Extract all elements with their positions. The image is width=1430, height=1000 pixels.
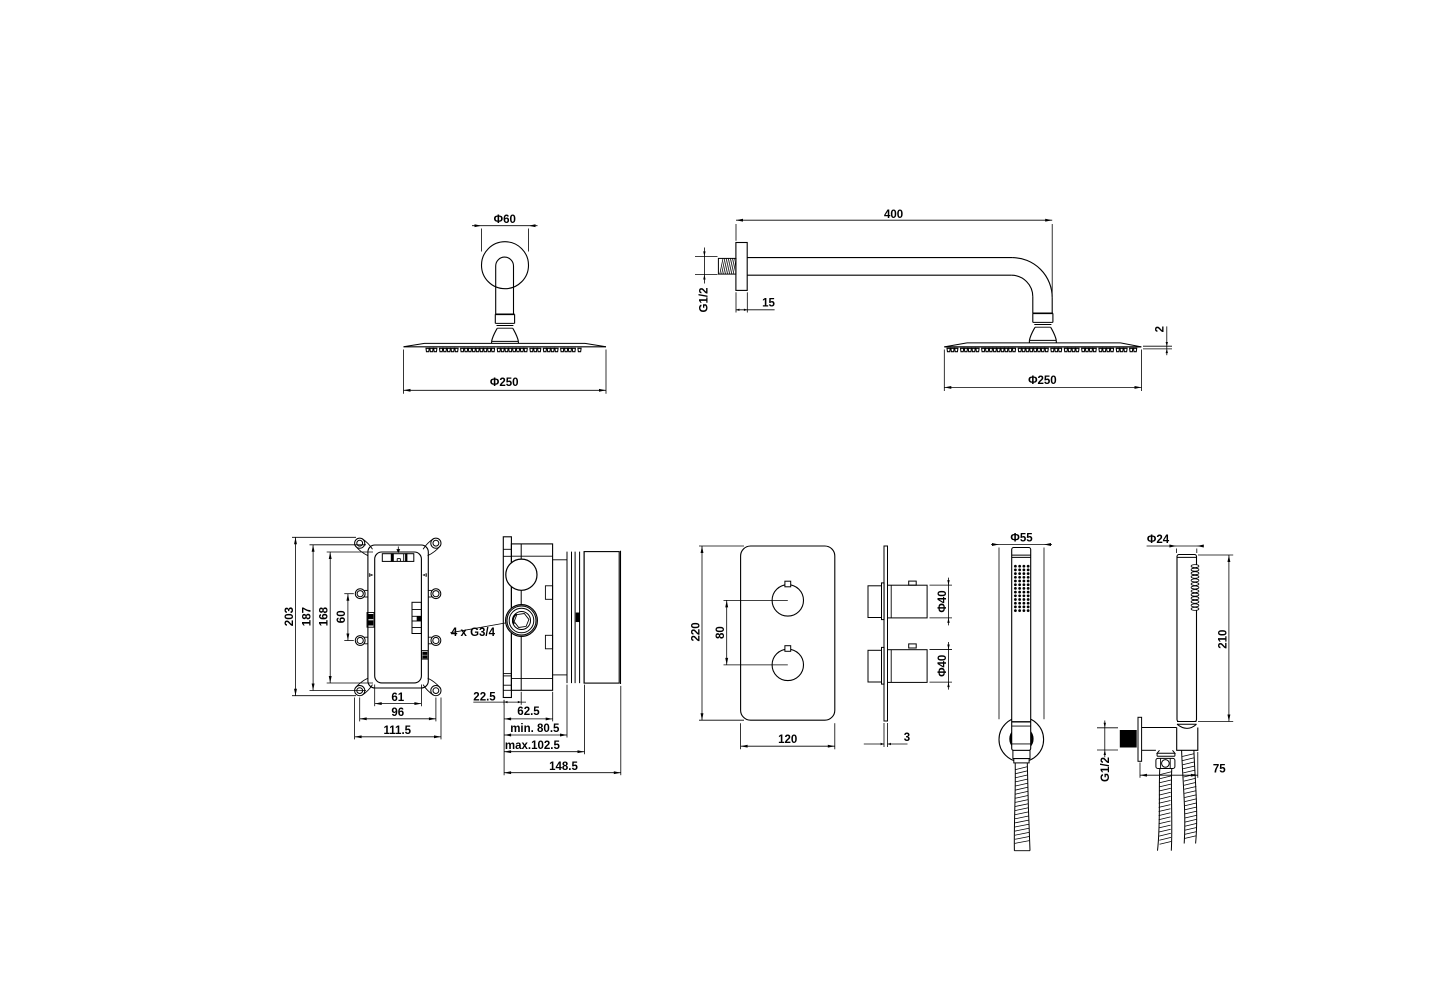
svg-text:148.5: 148.5: [549, 761, 578, 773]
svg-text:61: 61: [391, 692, 404, 704]
svg-text:210: 210: [1217, 630, 1229, 649]
svg-text:2: 2: [1154, 326, 1166, 332]
svg-text:111.5: 111.5: [384, 725, 412, 737]
svg-text:120: 120: [778, 734, 797, 746]
svg-text:3: 3: [904, 732, 910, 744]
svg-text:min. 80.5: min. 80.5: [510, 723, 560, 735]
svg-text:G1/2: G1/2: [1100, 757, 1112, 782]
svg-text:Φ250: Φ250: [490, 377, 519, 389]
svg-text:4 x G3/4: 4 x G3/4: [451, 627, 496, 639]
svg-text:220: 220: [690, 622, 702, 641]
svg-text:203: 203: [284, 607, 296, 626]
svg-text:Φ60: Φ60: [494, 214, 516, 226]
svg-text:96: 96: [391, 707, 404, 719]
svg-text:22.5: 22.5: [473, 691, 496, 703]
svg-text:62.5: 62.5: [517, 706, 540, 718]
svg-text:Φ40: Φ40: [937, 655, 949, 677]
svg-text:187: 187: [301, 607, 313, 626]
svg-text:Φ24: Φ24: [1147, 534, 1170, 546]
svg-text:max.102.5: max.102.5: [505, 740, 561, 752]
svg-text:400: 400: [884, 209, 903, 221]
svg-text:Φ250: Φ250: [1028, 375, 1057, 387]
svg-text:Φ40: Φ40: [937, 590, 949, 612]
svg-text:75: 75: [1213, 764, 1226, 776]
svg-text:15: 15: [762, 298, 775, 310]
svg-text:G1/2: G1/2: [699, 288, 711, 313]
svg-text:80: 80: [715, 626, 727, 639]
svg-text:Φ55: Φ55: [1010, 533, 1033, 545]
svg-text:168: 168: [319, 606, 331, 626]
svg-text:60: 60: [336, 610, 348, 623]
